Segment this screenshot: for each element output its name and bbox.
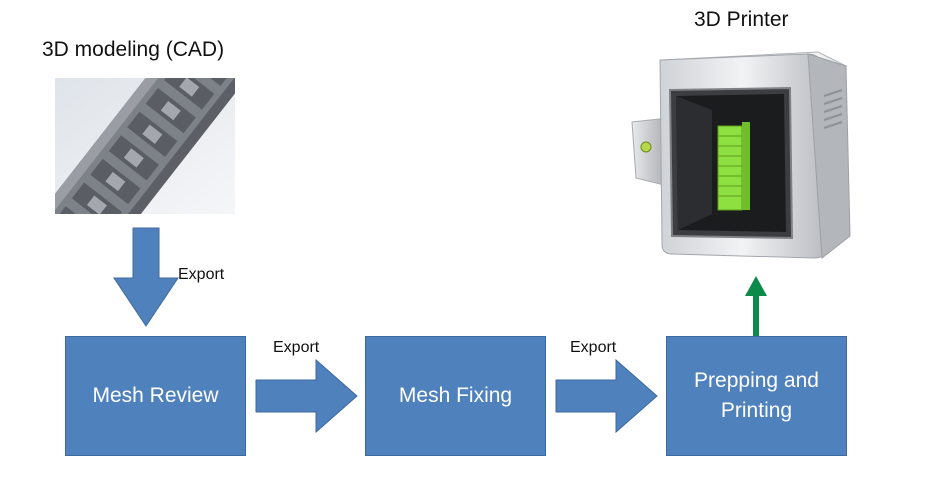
step-prepping-printing: Prepping and Printing [666,336,847,456]
step-mesh-fixing: Mesh Fixing [365,336,546,456]
cad-title: 3D modeling (CAD) [42,38,225,61]
export-arrow-down [113,227,179,327]
export-label-3: Export [570,339,617,356]
export-label-1: Export [178,266,225,283]
export-arrow-right-2 [555,358,658,434]
step-prepping-printing-line1: Prepping and [694,368,819,392]
step-mesh-review-label: Mesh Review [92,383,219,407]
printer-title: 3D Printer [694,8,789,31]
cad-model-image [55,78,235,214]
export-arrow-right-1 [255,358,358,434]
step-prepping-printing-line2: Printing [720,399,793,422]
3d-printer-icon [631,51,851,259]
export-label-2: Export [273,339,320,356]
step-mesh-review: Mesh Review [65,336,246,456]
print-arrow-up [745,276,767,336]
step-mesh-fixing-label: Mesh Fixing [398,383,513,407]
